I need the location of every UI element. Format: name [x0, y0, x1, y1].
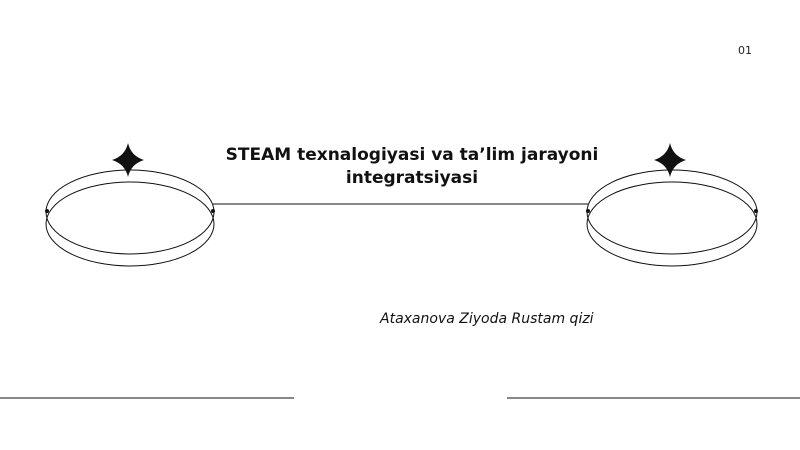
- slide-title: STEAM texnalogiyasi va ta’lim jarayoni i…: [200, 144, 624, 190]
- author-name: Ataxanova Ziyoda Rustam qizi: [380, 311, 594, 327]
- right-star-icon: [654, 143, 686, 177]
- slide-title-line-1: STEAM texnalogiyasi va ta’lim jarayoni: [225, 145, 599, 165]
- slide-title-line-2: integratsiyasi: [345, 168, 479, 188]
- page-number: 01: [738, 44, 752, 57]
- left-star-icon: [112, 143, 144, 177]
- left-ring-ornament: [45, 169, 215, 267]
